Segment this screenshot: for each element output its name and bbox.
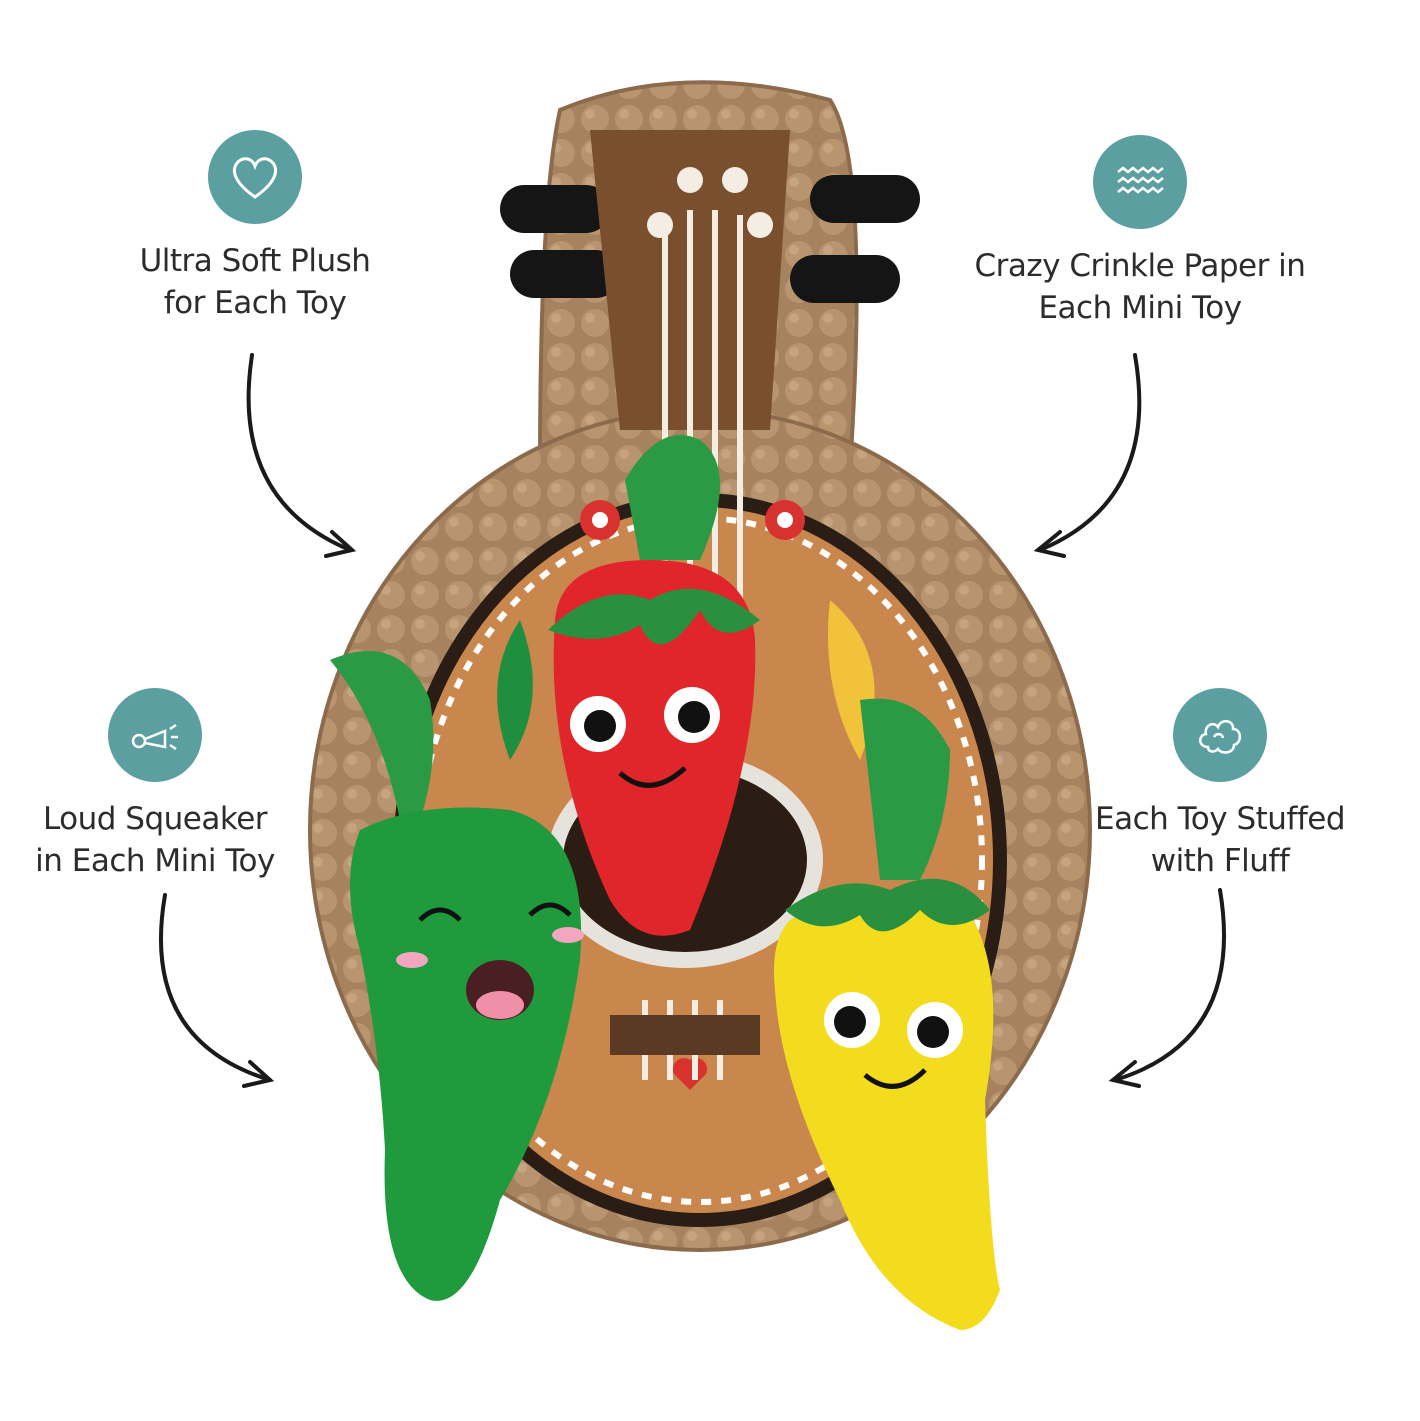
guitar-bridge — [610, 1015, 760, 1055]
heart-icon — [208, 130, 302, 224]
red-chili-toy — [548, 435, 760, 936]
feature-fluff: Each Toy Stuffed with Fluff — [1070, 688, 1370, 882]
feature-plush: Ultra Soft Plush for Each Toy — [110, 130, 400, 324]
arrow-bottom-left — [159, 893, 272, 1082]
feature-caption: Loud Squeaker in Each Mini Toy — [35, 801, 275, 880]
cloud-fluff-icon — [1173, 688, 1267, 782]
feature-crinkle: Crazy Crinkle Paper in Each Mini Toy — [960, 135, 1320, 329]
arrow-bottom-right — [1113, 888, 1226, 1082]
feature-squeaker: Loud Squeaker in Each Mini Toy — [15, 688, 295, 882]
feature-caption: Each Toy Stuffed with Fluff — [1094, 801, 1346, 880]
wave-lines-icon — [1093, 135, 1187, 229]
green-chili-toy — [330, 651, 584, 1301]
feature-caption: Ultra Soft Plush for Each Toy — [139, 243, 371, 322]
feature-caption: Crazy Crinkle Paper in Each Mini Toy — [974, 248, 1306, 327]
arrow-top-right — [1038, 353, 1142, 552]
tuning-pegs — [500, 175, 920, 303]
yellow-chili-toy — [774, 698, 1000, 1330]
horn-icon — [108, 688, 202, 782]
arrow-top-left — [246, 353, 352, 552]
